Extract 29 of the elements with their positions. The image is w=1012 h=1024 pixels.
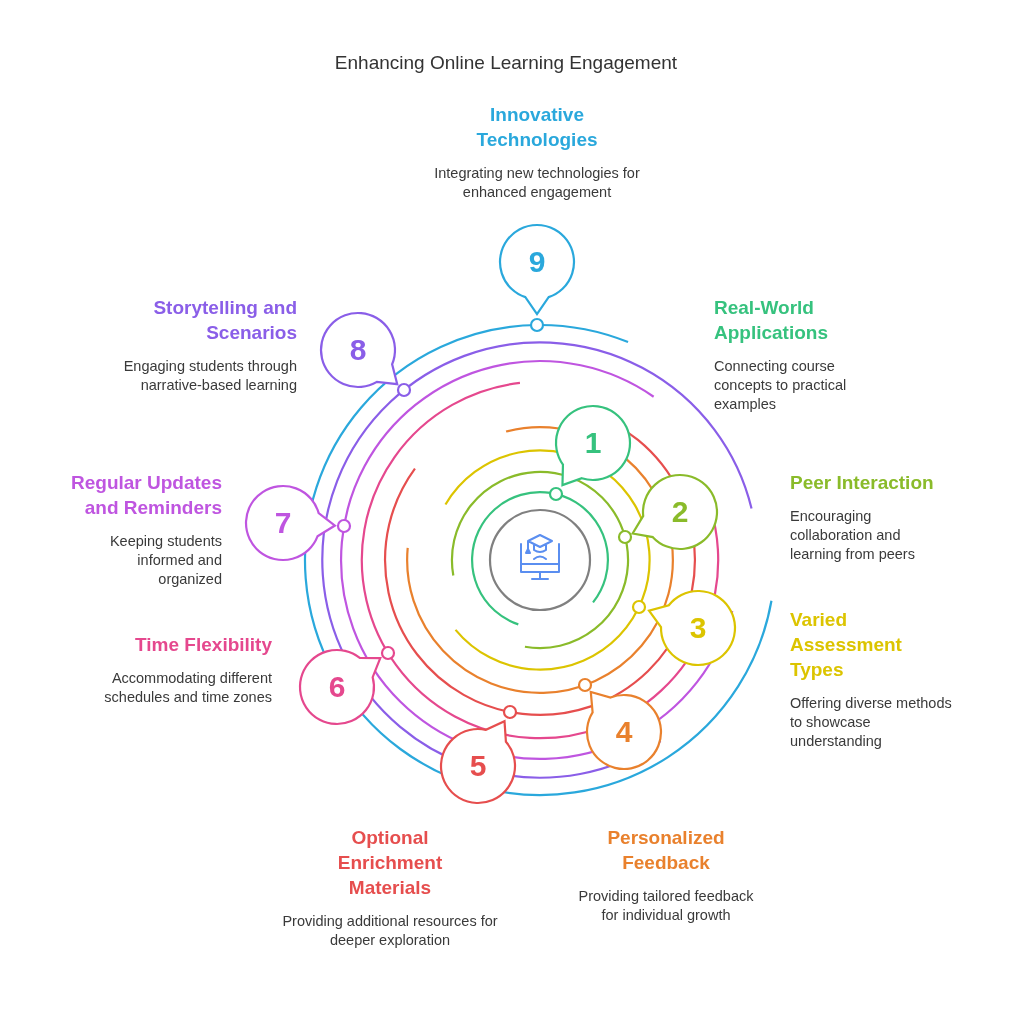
- item-heading: Innovative Technologies: [475, 103, 599, 152]
- step-number: 4: [614, 715, 634, 749]
- step-number: 2: [670, 495, 690, 529]
- item-description: Providing additional resources for deeper exploration: [281, 912, 499, 950]
- diagram-title: Enhancing Online Learning Engagement: [333, 52, 679, 74]
- item-heading: Peer Interaction: [790, 471, 935, 495]
- item-description: Accommodating different schedules and time zones: [103, 669, 272, 707]
- item-description: Keeping students informed and organized: [108, 532, 222, 589]
- step-number: 5: [468, 749, 488, 783]
- item-heading: Varied Assessment Types: [790, 608, 903, 682]
- item-description: Integrating new technologies for enhanced engagement: [433, 164, 641, 202]
- item-heading: Real-World Applications: [714, 296, 829, 345]
- item-heading: Optional Enrichment Materials: [336, 826, 444, 900]
- item-description: Providing tailored feedback for individual growth: [577, 887, 755, 925]
- item-description: Connecting course concepts to practical examples: [714, 357, 848, 414]
- item-heading: Storytelling and Scenarios: [152, 296, 297, 345]
- item-heading: Regular Updates and Reminders: [70, 471, 222, 520]
- item-description: Encouraging collaboration and learning from peers: [790, 507, 916, 564]
- step-number: 7: [273, 506, 293, 540]
- item-description: Engaging students through narrative-based learning: [122, 357, 297, 395]
- step-number: 3: [688, 611, 708, 645]
- item-heading: Time Flexibility: [134, 633, 272, 657]
- step-number: 9: [527, 245, 547, 279]
- step-number: 1: [583, 426, 603, 460]
- item-description: Offering diverse methods to showcase understanding: [790, 694, 953, 751]
- step-number: 6: [327, 670, 347, 704]
- item-heading: Personalized Feedback: [606, 826, 726, 875]
- center-circle: [488, 508, 592, 612]
- step-number: 8: [348, 333, 368, 367]
